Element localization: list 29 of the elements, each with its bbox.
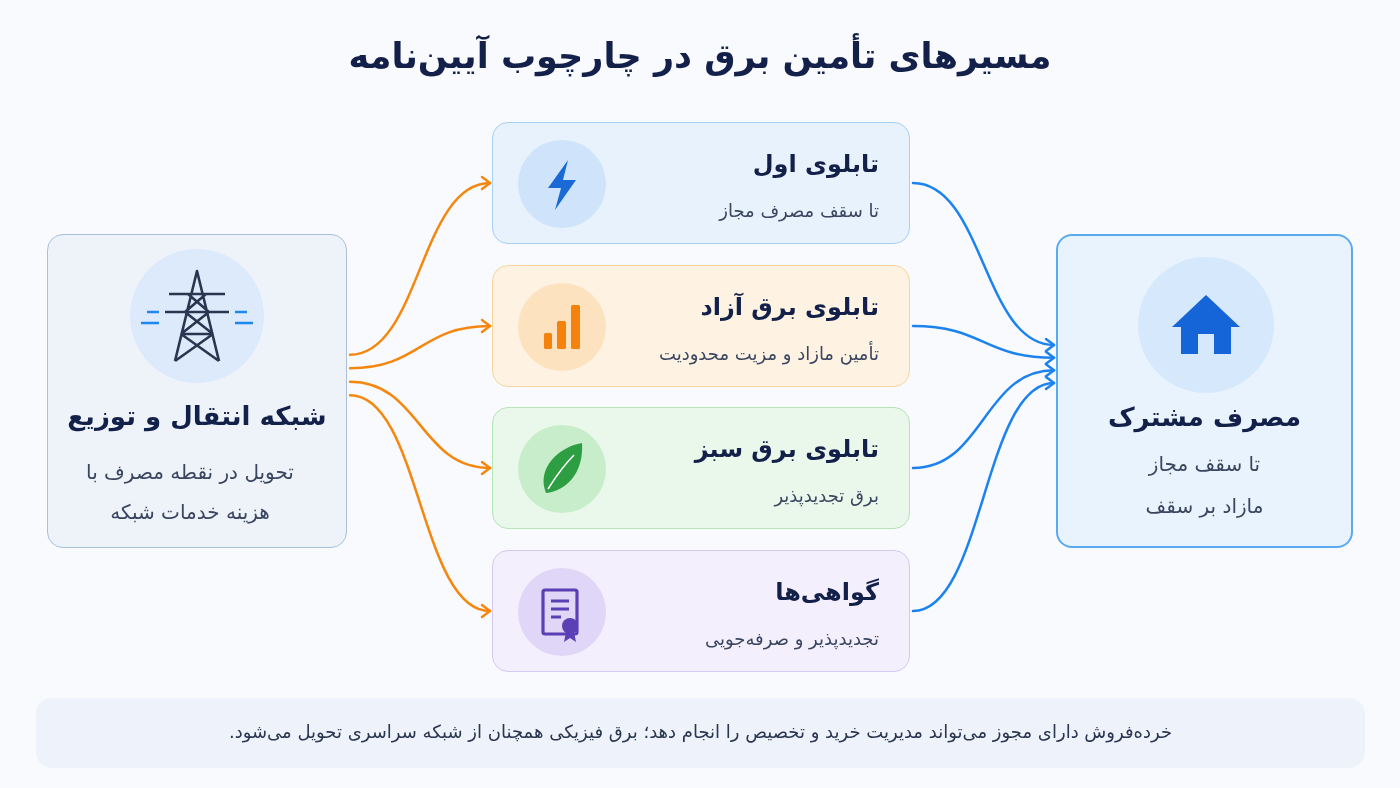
arrow	[911, 364, 1056, 470]
card-text: تا سقف مجاز	[1147, 451, 1262, 477]
arrow	[911, 378, 1056, 613]
option-card	[492, 550, 910, 672]
card-heading: گواهی‌ها	[775, 577, 879, 608]
option-card	[492, 407, 910, 529]
card-heading: تابلوی اول	[752, 149, 879, 180]
option-card	[492, 265, 910, 387]
option-card	[492, 122, 910, 244]
card-text: مازاد بر سقف	[1144, 493, 1265, 519]
card-heading: مصرف مشترک	[1106, 401, 1303, 435]
arrow	[348, 394, 492, 616]
source-card	[47, 234, 347, 548]
card-text: تحویل در نقطه مصرف با هزینه خدمات شبکه	[85, 459, 295, 526]
arrow	[348, 380, 492, 475]
arrow	[348, 177, 492, 356]
card-text: تجدیدپذیر و صرفه‌جویی	[705, 627, 879, 651]
card-heading: تابلوی برق سبز	[694, 434, 879, 465]
card-text: تا سقف مصرف مجاز	[719, 199, 879, 223]
card-text: تأمین مازاد و مزیت محدودیت	[658, 342, 879, 366]
destination-card	[1056, 234, 1353, 548]
arrow	[911, 324, 1056, 365]
note-text: خرده‌فروش دارای مجوز می‌تواند مدیریت خرید و تخصیص را انجام دهد؛ برق فیزیکی همچنان از شبکه سراسری تحویل می‌شود.	[227, 720, 1174, 744]
card-heading: تابلوی برق آزاد	[700, 292, 879, 323]
card-text: برق تجدیدپذیر	[774, 484, 879, 508]
arrow	[348, 319, 492, 370]
card-heading: شبکه انتقال و توزیع	[66, 400, 328, 434]
title: مسیرهای تأمین برق در چارچوب آیین‌نامه	[0, 34, 1400, 80]
arrow	[911, 181, 1056, 351]
